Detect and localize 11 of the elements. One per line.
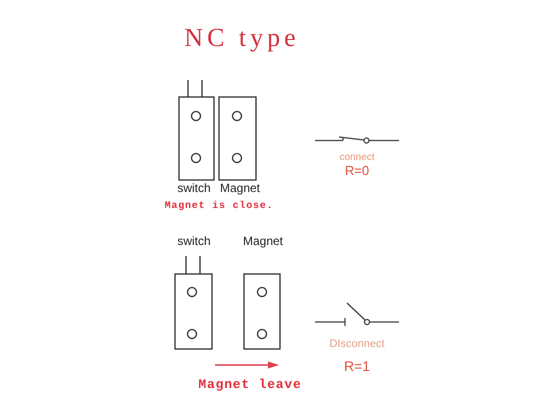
resistance-label: R=1	[344, 358, 370, 375]
status-note: Magnet leave	[198, 377, 302, 393]
part-label: switch	[177, 181, 211, 195]
part-label: Magnet	[242, 234, 284, 248]
title: NC type	[184, 22, 300, 54]
status-note: Magnet is close.	[164, 200, 274, 214]
part-label: switch	[177, 234, 211, 248]
state-label: connect	[339, 152, 375, 164]
state-label: DIsconnect	[329, 338, 385, 351]
resistance-label: R=0	[344, 163, 370, 179]
part-label: Magnet	[220, 181, 260, 195]
